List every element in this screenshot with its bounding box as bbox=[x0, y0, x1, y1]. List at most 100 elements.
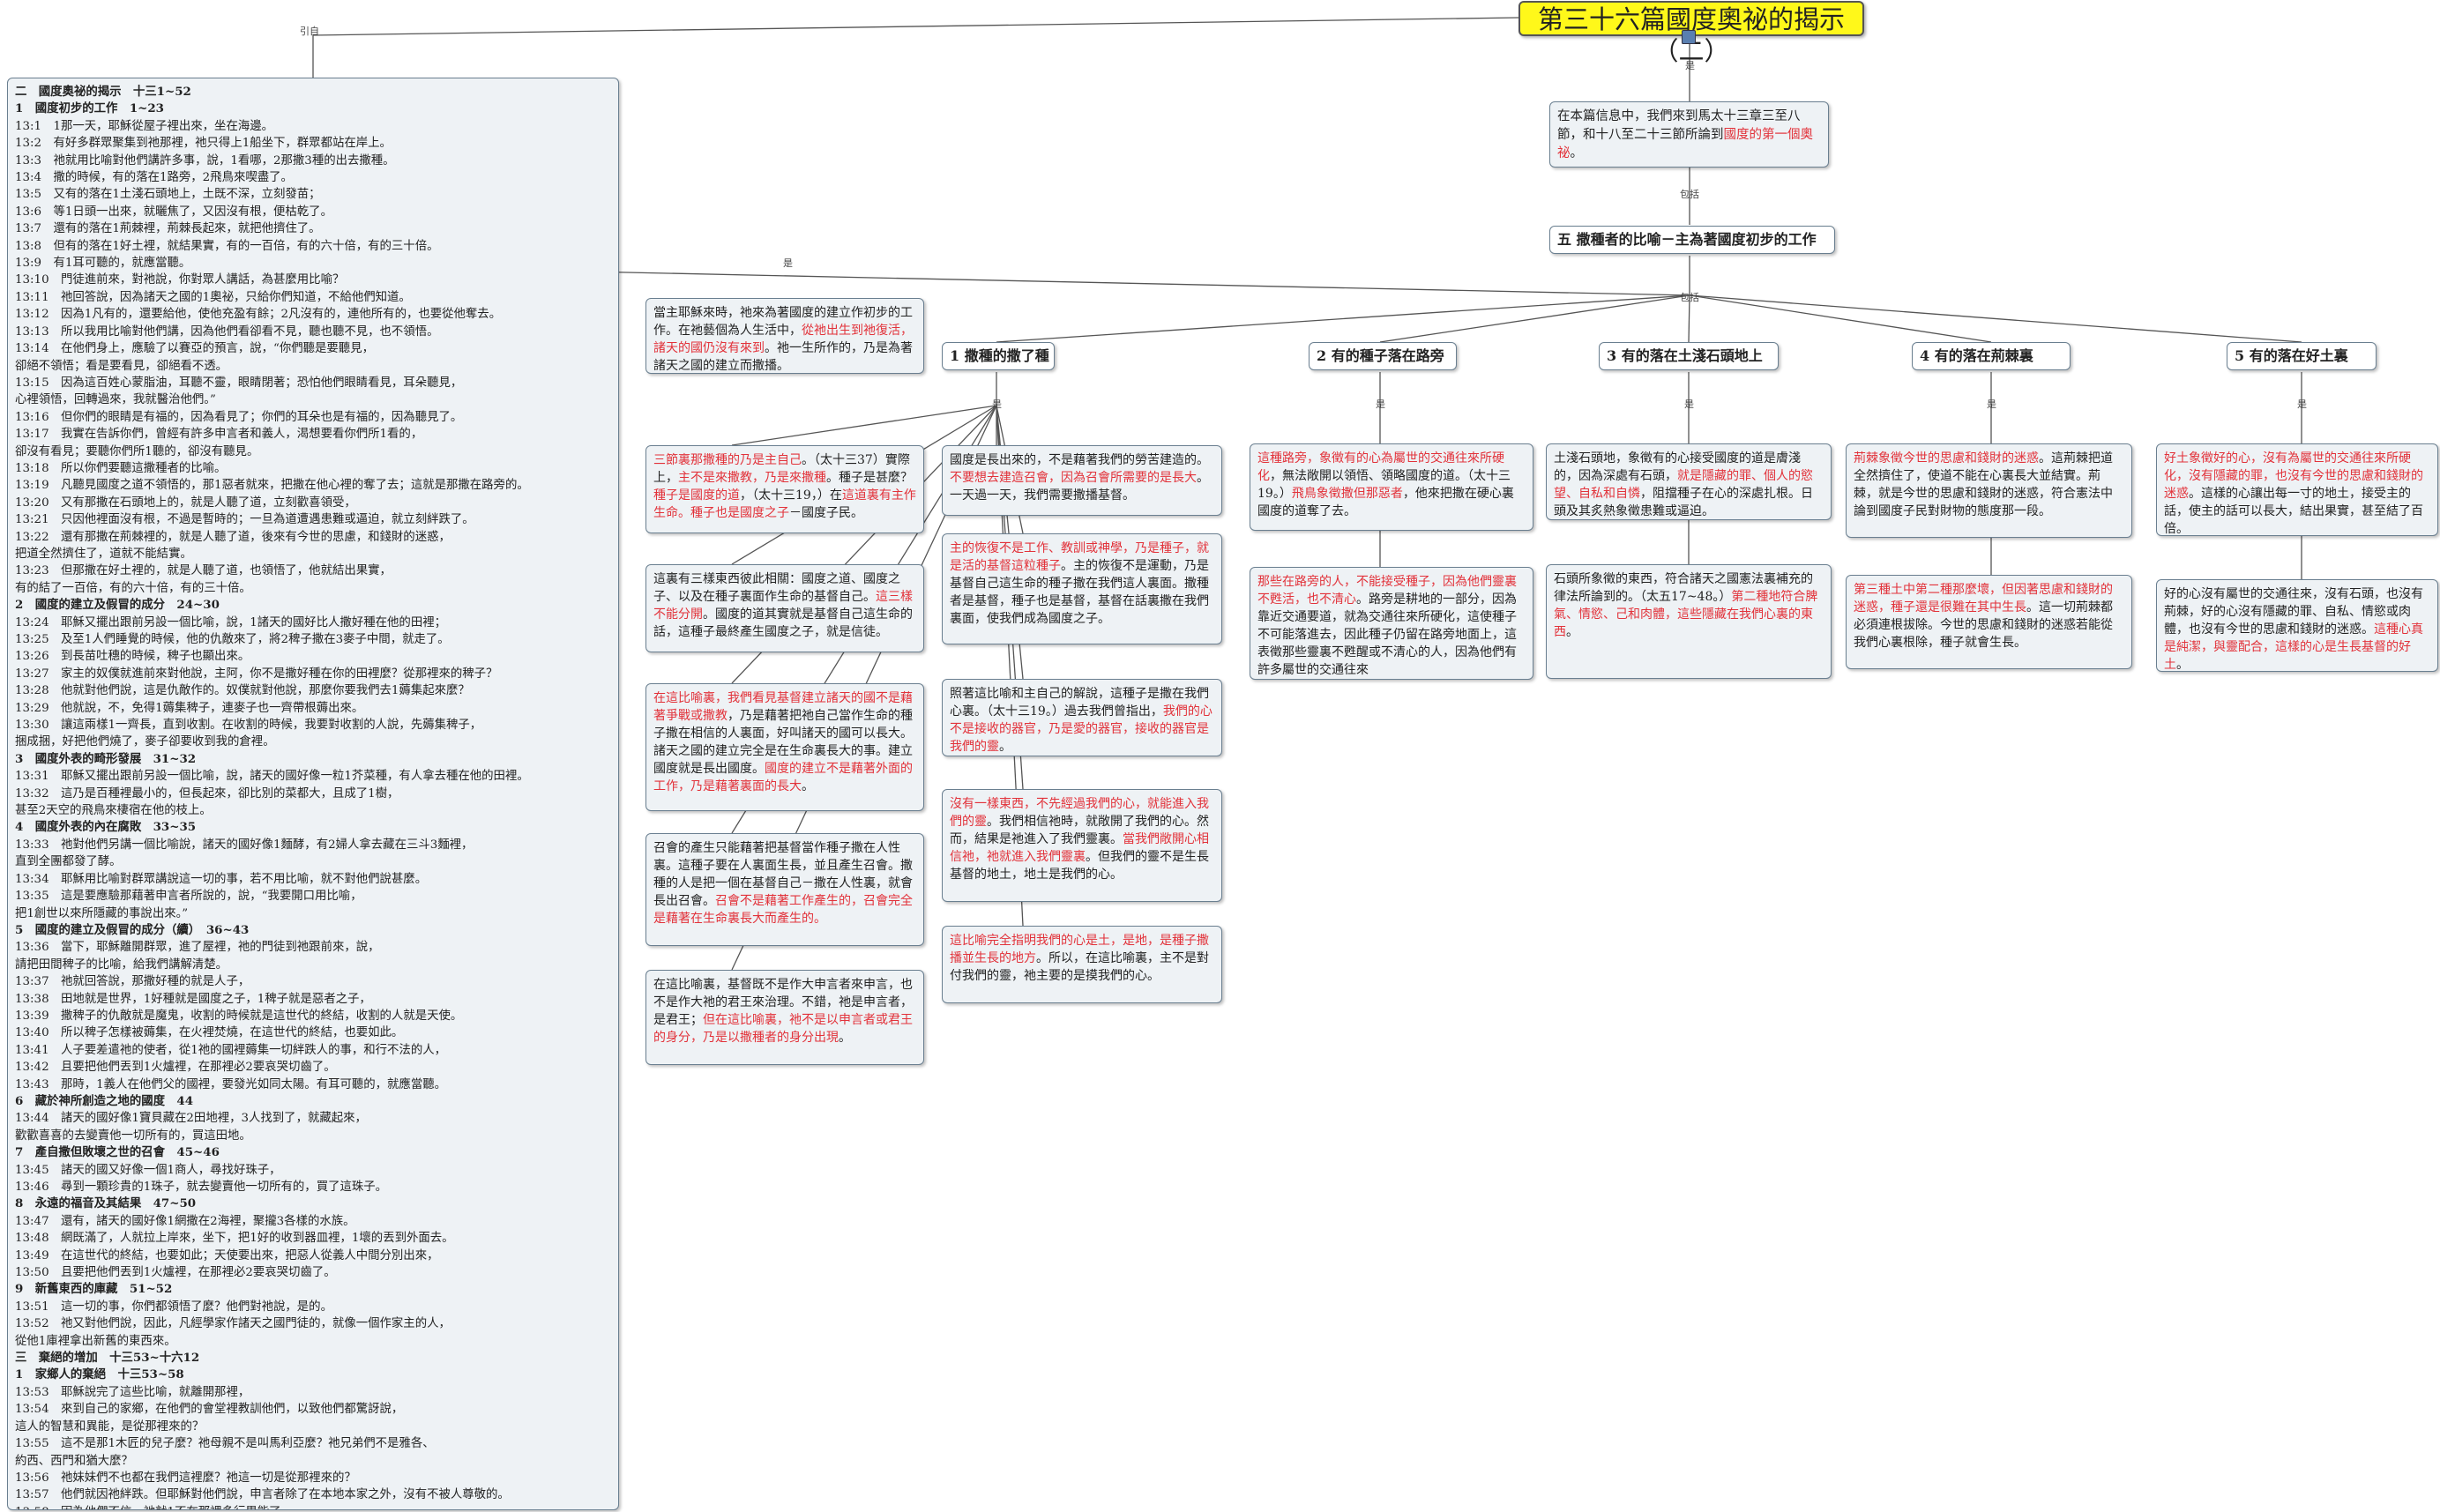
note-5-1-seg1: 荊棘象徵今世的思慮和錢財的迷惑 bbox=[1854, 451, 2039, 466]
outline-verse-line: 13:16 但你們的眼睛是有福的，因為看見了；你們的耳朵也是有福的，因為聽見了。 bbox=[15, 410, 463, 424]
note-4-2-seg2: 第二種地符合脾氣、情慾、己和肉體，這些隱藏在我們心裏的東西 bbox=[1554, 590, 1818, 639]
outline-verse-line: 13:44 諸天的國好像1寶貝藏在2田地裡，3人找到了，就藏起來， bbox=[15, 1112, 367, 1126]
subtopic-4[interactable]: 4 有的落在荊棘裏 bbox=[1912, 342, 2071, 370]
subtopic-1[interactable]: 1 撒種的撒了種 bbox=[942, 342, 1055, 370]
outline-verse-line: 把1創世以來所隱藏的事說出來。” bbox=[15, 906, 189, 920]
label-includes: 包括 bbox=[1680, 189, 1699, 200]
subtopic-5[interactable]: 5 有的落在好土裏 bbox=[2227, 342, 2377, 370]
outline-verse-line: 13:8 但有的落在1好土裡，就結果實，有的一百倍，有的六十倍，有的三十倍。 bbox=[15, 239, 439, 253]
outline-verse-line: 從他1庫裡拿出新舊的東西來。 bbox=[15, 1334, 176, 1348]
note-1-2[interactable]: 這裏有三樣東西彼此相關：國度之道、國度之子、以及在種子裏面作生命的基督自己。這三… bbox=[645, 564, 924, 652]
outline-verse-line: 13:26 到長苗吐穗的時候，稗子也顯出來。 bbox=[15, 650, 250, 664]
outline-heading: 5 國度的建立及假冒的成分（續） 36~43 bbox=[15, 922, 250, 937]
outline-verse-line: 13:42 且要把他們丟到1火爐裡，在那裡必2要哀哭切齒了。 bbox=[15, 1061, 336, 1075]
label-is-1: 是 bbox=[992, 398, 1002, 410]
outline-verse-line: 13:1 1那一天，耶穌從屋子裡出來，坐在海邊。 bbox=[15, 119, 274, 133]
note-3-1-seg3: 飛鳥象徵撒但那惡者 bbox=[1291, 487, 1403, 501]
outline-verse-line: 13:7 還有的落在1荊棘裡，荊棘長起來，就把他擠住了。 bbox=[15, 222, 321, 236]
note-6-2-seg1: 好的心沒有屬世的交通往來，沒有石頭，也沒有荊棘，好的心沒有隱藏的罪、自私、情慾或… bbox=[2164, 587, 2423, 637]
left-note[interactable]: 當主耶穌來時，祂來為著國度的建立作初步的工作。在祂藝個為人生活中，從祂出生到祂復… bbox=[645, 298, 924, 374]
outline-verse-line: 13:57 他們就因祂絆跌。但耶穌對他們說，申言者除了在本地本家之外，沒有不被人… bbox=[15, 1488, 510, 1502]
label-includes-main: 包括 bbox=[1680, 292, 1699, 303]
outline-heading: 二 國度奧祕的揭示 十三1~52 bbox=[15, 85, 191, 99]
outline-verse-line: 13:58 因為他們不信，祂就1不在那裡多行異能了。 bbox=[15, 1504, 611, 1509]
note-3-2[interactable]: 那些在路旁的人，不能接受種子，因為他們靈裏不甦活，也不清心。路旁是耕地的一部分，… bbox=[1250, 567, 1533, 680]
note-6-2-seg3: 。 bbox=[2176, 658, 2189, 672]
note-1-1-seg2: 。（太十三37）實際上， bbox=[653, 453, 910, 485]
note-1-1-seg3: 主不是來撒教，乃是來撒種 bbox=[678, 471, 826, 485]
outline-verse-line: 13:20 又有那撒在石頭地上的，就是人聽了道，立刻歡喜領受， bbox=[15, 495, 356, 510]
outline-verse-line: 13:39 撒稗子的仇敵就是魔鬼，收割的時候就是這世代的終結，收割的人就是天使。 bbox=[15, 1009, 463, 1023]
outline-verse-line: 歡歡喜喜的去變賣他一切所有的，買這田地。 bbox=[15, 1128, 251, 1143]
scripture-outline-panel[interactable]: 二 國度奧祕的揭示 十三1~52 1 國度初步的工作 1~23 13:1 1那一天，… bbox=[7, 78, 619, 1510]
outline-verse-line: 13:9 有1耳可聽的，就應當聽。 bbox=[15, 257, 191, 271]
note-2-2[interactable]: 主的恢復不是工作、教訓或神學，乃是種子，就是活的基督這粒種子。主的恢復不是運動，… bbox=[942, 533, 1222, 644]
outline-verse-line: 13:6 等1日頭一出來，就曬焦了，又因沒有根，便枯乾了。 bbox=[15, 205, 332, 219]
outline-verse-line: 13:40 所以稗子怎樣被薅集，在火裡焚燒，在這世代的終結，也要如此。 bbox=[15, 1026, 404, 1040]
outline-verse-line: 約西、西門和猶大麼？ bbox=[15, 1454, 133, 1468]
note-3-2-seg2: 。路旁是耕地的一部分，因為靠近交通要道，就為交通往來所硬化，這使種子不可能落進去… bbox=[1257, 592, 1517, 677]
label-is-left: 是 bbox=[783, 257, 793, 269]
outline-verse-line: 把道全然擠住了，道就不能結實。 bbox=[15, 547, 192, 561]
outline-verse-line: 卻沒有看見；要聽你們所1聽的，卻沒有聽見。 bbox=[15, 444, 259, 458]
note-1-1-seg1: 三節裏那撒種的乃是主自己 bbox=[653, 453, 802, 467]
note-2-5[interactable]: 這比喻完全指明我們的心是土，是地，是種子撒播並生長的地方。所以，在這比喻裏，主不… bbox=[942, 926, 1222, 1003]
outline-verse-line: 13:5 又有的落在1土淺石頭地上，土既不深，立刻發苗； bbox=[15, 188, 321, 202]
outline-heading: 1 國度初步的工作 1~23 bbox=[15, 101, 165, 116]
note-6-1-seg2: 。這樣的心讓出每一寸的地土，接受主的話，使主的話可以長大，結出果實，甚至結了百倍… bbox=[2164, 487, 2423, 536]
note-2-5-seg1: 這比喻完全指明我們的心是土，是地，是種子撒播並生長的地方 bbox=[950, 934, 1209, 965]
note-1-2-seg2: 這三樣不能分開 bbox=[653, 590, 913, 622]
note-1-2-seg1: 這裏有三樣東西彼此相關：國度之道、國度之子、以及在種子裏面作生命的基督自己。 bbox=[653, 572, 900, 604]
note-2-3-seg1: 照著這比喻和主自己的解說，這種子是撒在我們心裏。（太十三19。）過去我們曾指出， bbox=[950, 687, 1209, 719]
note-1-1[interactable]: 三節裏那撒種的乃是主自己。（太十三37）實際上，主不是來撒教，乃是來撒種。種子是… bbox=[645, 445, 924, 533]
outline-verse-line: 13:22 還有那撒在荊棘裡的，就是人聽了道，後來有今世的思慮，和錢財的迷惑， bbox=[15, 530, 451, 544]
note-4-2-seg3: 。 bbox=[1566, 625, 1578, 639]
note-4-1[interactable]: 土淺石頭地，象徵有的心接受國度的道是膚淺的，因為深處有石頭，就是隱藏的罪、個人的… bbox=[1546, 443, 1832, 520]
outline-verse-line: 13:4 撒的時候，有的落在1路旁，2飛鳥來喫盡了。 bbox=[15, 171, 293, 185]
note-2-3[interactable]: 照著這比喻和主自己的解說，這種子是撒在我們心裏。（太十三19。）過去我們曾指出，… bbox=[942, 679, 1222, 756]
outline-heading: 9 新舊東西的庫藏 51~52 bbox=[15, 1282, 173, 1297]
note-5-1[interactable]: 荊棘象徵今世的思慮和錢財的迷惑。這荊棘把道全然擠住了，使道不能在心裏長大並結實。… bbox=[1846, 443, 2132, 538]
main-topic-sower-parable[interactable]: 五 撒種者的比喻－主為著國度初步的工作 bbox=[1549, 226, 1835, 254]
note-1-4-seg1: 召會的產生只能藉著把基督當作種子撒在人性裏。這種子要在人裏面生長，並且產生召會。… bbox=[653, 841, 913, 908]
outline-heading: 1 家鄉人的棄絕 十三53~58 bbox=[15, 1367, 184, 1382]
outline-verse-line: 13:52 祂又對他們說，因此，凡經學家作諸天之國門徒的，就像一個作家主的人， bbox=[15, 1317, 451, 1331]
outline-verse-line: 13:11 祂回答說，因為諸天之國的1奧祕，只給你們知道，不給他們知道。 bbox=[15, 290, 411, 304]
outline-verse-line: 13:3 祂就用比喻對他們講許多事，說，1看哪，2那撒3種的出去撒種。 bbox=[15, 153, 395, 168]
outline-heading: 6 藏於神所創造之地的國度 44 bbox=[15, 1093, 194, 1108]
note-5-2[interactable]: 第三種土中第二種那麼壞，但因著思慮和錢財的迷惑，種子還是很難在其中生長。這一切荊… bbox=[1846, 575, 2132, 669]
note-1-3[interactable]: 在這比喻裏，我們看見基督建立諸天的國不是藉著爭戰或撒教，乃是藉著把祂自己當作生命… bbox=[645, 683, 924, 811]
note-3-2-seg1: 那些在路旁的人，不能接受種子，因為他們靈裏不甦活，也不清心 bbox=[1257, 575, 1517, 607]
note-2-1[interactable]: 國度是長出來的，不是藉著我們的勞苦建造的。不要想去建造召會，因為召會所需要的是長… bbox=[942, 445, 1222, 516]
outline-verse-line: 13:31 耶穌又擺出跟前另設一個比喻，說，諸天的國好像一粒1芥菜種，有人拿去種… bbox=[15, 770, 529, 784]
note-4-2-seg1: 石頭所象徵的東西，符合諸天之國憲法裏補充的律法所論到的。（太五17~48。） bbox=[1554, 572, 1813, 604]
note-2-2-seg1: 主的恢復不是工作、教訓或神學，乃是種子，就是活的基督這粒種子 bbox=[950, 541, 1209, 573]
note-1-3-seg3: 國度的建立不是藉著外面的工作，乃是藉著裏面的長大 bbox=[653, 762, 913, 793]
outline-verse-line: 13:21 只因他裡面沒有根，不過是暫時的；一旦為道遭遇患難或逼迫，就立刻絆跌了… bbox=[15, 513, 474, 527]
outline-heading: 三 棄絕的增加 十三53~十六12 bbox=[15, 1351, 200, 1366]
note-5-2-seg2: 。這一切荊棘都必須連根拔除。今世的思慮和錢財的迷惑若能從我們心裏根除，種子就會生… bbox=[1854, 600, 2113, 650]
outline-verse-line: 13:12 因為1凡有的，還要給他，使他充盈有餘；2凡沒有的，連他所有的，也要從… bbox=[15, 308, 502, 322]
note-6-1[interactable]: 好土象徵好的心，沒有為屬世的交通往來所硬化，沒有隱藏的罪，也沒有今世的思慮和錢財… bbox=[2156, 443, 2438, 536]
note-2-4[interactable]: 沒有一樣東西，不先經過我們的心，就能進入我們的靈。我們相信祂時，就敞開了我們的心… bbox=[942, 789, 1222, 902]
intro-text-2: 。 bbox=[1570, 146, 1584, 160]
note-4-2[interactable]: 石頭所象徵的東西，符合諸天之國憲法裏補充的律法所論到的。（太五17~48。）第二… bbox=[1546, 564, 1832, 679]
note-1-4[interactable]: 召會的產生只能藉著把基督當作種子撒在人性裏。這種子要在人裏面生長，並且產生召會。… bbox=[645, 833, 924, 946]
outline-verse-line: 13:27 家主的奴僕就進前來對他說，主阿，你不是撒好種在你的田裡麼？從那裡來的… bbox=[15, 667, 498, 681]
subtopic-2[interactable]: 2 有的種子落在路旁 bbox=[1309, 342, 1457, 370]
note-2-3-seg2: 我們的心不是接收的器官，乃是愛的器官，接收的器官是我們的靈 bbox=[950, 704, 1213, 754]
outline-verse-line: 13:38 田地就是世界，1好種就是國度之子，1稗子就是惡者之子， bbox=[15, 992, 371, 1006]
note-2-2-seg2: 。主的恢復不是運動，乃是基督自己這生命的種子撒在我們這人裏面。撒種者是基督，種子… bbox=[950, 559, 1209, 626]
note-3-1[interactable]: 這種路旁，象徵有的心為屬世的交通往來所硬化，無法敞開以領悟、領略國度的道。（太十… bbox=[1250, 443, 1533, 531]
note-6-2[interactable]: 好的心沒有屬世的交通往來，沒有石頭，也沒有荊棘，好的心沒有隱藏的罪、自私、情慾或… bbox=[2156, 579, 2438, 672]
note-2-3-seg3: 。 bbox=[999, 740, 1011, 754]
note-1-5[interactable]: 在這比喻裏，基督既不是作大申言者來申言，也不是作大祂的君王來治理。不錯，祂是申言… bbox=[645, 970, 924, 1065]
left-note-text-2: 。祂一生所作的，乃是為著諸天之國的建立而撒播。 bbox=[653, 341, 913, 373]
note-1-2-seg3: 。國度的道其實就是基督自己這生命的話，這種子最終產生國度之子，就是信徒。 bbox=[653, 607, 913, 639]
note-1-1-seg4: 。種子是甚麼？ bbox=[826, 471, 913, 485]
outline-verse-line: 13:14 在他們身上，應驗了以賽亞的預言，說，“你們聽是要聽見， bbox=[15, 342, 374, 356]
note-3-1-seg4: ，他來把撒在硬心裏國度的道奪了去。 bbox=[1257, 487, 1514, 518]
intro-note[interactable]: 在本篇信息中，我們來到馬太十三章三至八節，和十八至二十三節所論到國度的第一個奧祕… bbox=[1549, 101, 1829, 168]
outline-verse-line: 13:33 祂對他們另講一個比喻說，諸天的國好像1麵酵，有2婦人拿去藏在三斗3麵… bbox=[15, 838, 474, 852]
subtopic-3[interactable]: 3 有的落在土淺石頭地上 bbox=[1599, 342, 1779, 370]
